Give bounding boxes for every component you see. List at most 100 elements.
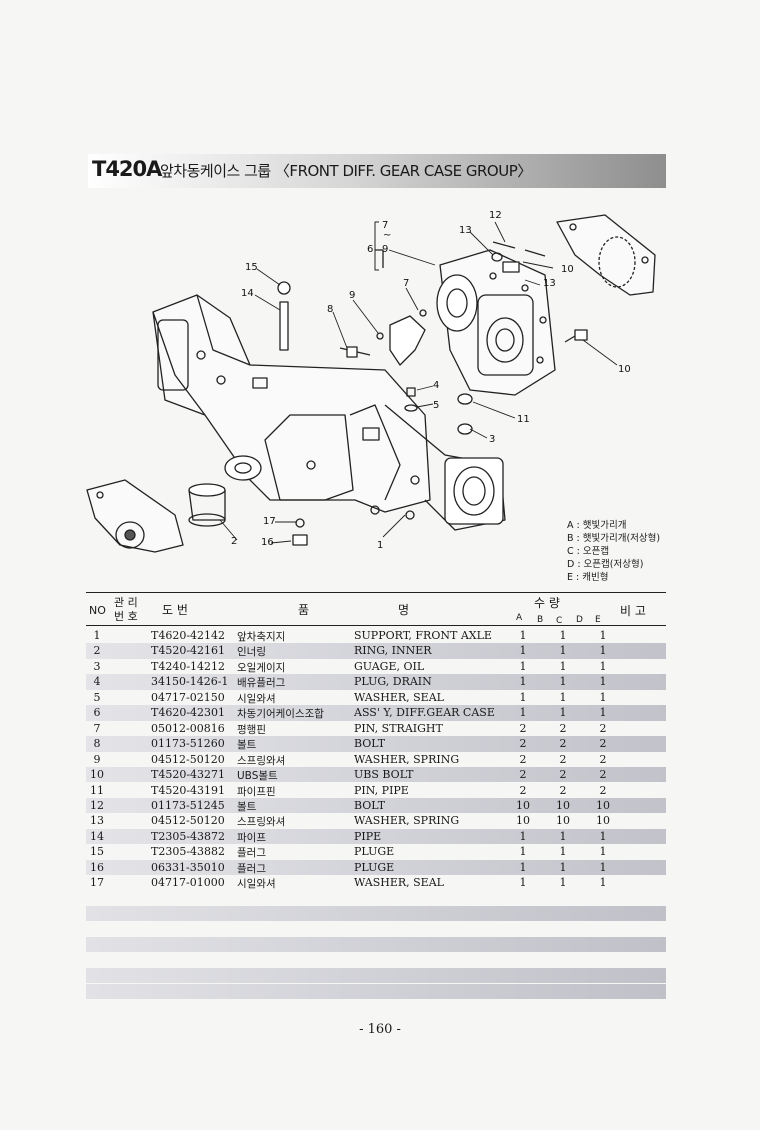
callout-15: 15 — [245, 262, 258, 273]
row-name-korean: 평행핀 — [237, 723, 266, 736]
title-bar — [88, 154, 666, 188]
header-no: NO — [89, 604, 106, 617]
row-part-number: 05012-00816 — [151, 721, 225, 735]
callout-17: 17 — [263, 516, 276, 527]
callout-1: 1 — [377, 540, 383, 551]
left-bracket-drawing — [86, 479, 184, 553]
row-name-english: BOLT — [354, 798, 386, 812]
leader-lines — [219, 221, 618, 544]
diff-gear-case-drawing — [436, 249, 556, 396]
row-name-korean: 앞차축지지 — [237, 631, 286, 643]
callout-13b: 13 — [543, 278, 556, 289]
row-part-number: 06331-35010 — [151, 860, 225, 874]
row-no: 8 — [93, 737, 101, 751]
row-no: 10 — [90, 768, 104, 782]
callout-group-bracket — [374, 221, 379, 271]
section-title: 앞차동케이스 그룹 〈FRONT DIFF. GEAR CASE GROUP〉 — [160, 162, 532, 180]
blank-row — [86, 906, 666, 921]
row-no: 17 — [90, 876, 104, 890]
row-qty-a: 1 — [519, 706, 527, 720]
row-qty-a: 2 — [519, 737, 527, 751]
row-qty-a: 1 — [519, 675, 527, 689]
row-qty-c: 1 — [559, 644, 567, 658]
row-name-korean: 시일와셔 — [237, 692, 276, 705]
callout-9a: 9 — [382, 244, 388, 255]
row-name-korean: 파이프핀 — [237, 785, 276, 798]
row-no: 9 — [93, 752, 101, 766]
row-qty-c: 2 — [559, 783, 567, 797]
row-qty-e: 2 — [599, 737, 607, 751]
row-part-number: T2305-43882 — [151, 845, 226, 859]
row-qty-e: 1 — [599, 690, 607, 704]
axle-housing-drawing — [152, 294, 506, 531]
row-qty-a: 1 — [519, 659, 527, 673]
row-qty-c: 1 — [559, 629, 567, 642]
row-part-number: T4620-42301 — [151, 706, 226, 720]
callout-7b: 7 — [403, 278, 409, 289]
callout-tilde: ~ — [383, 230, 391, 241]
header-qty: 수 량 — [534, 596, 560, 610]
header-part-no: 도 번 — [162, 603, 188, 617]
row-qty-c: 10 — [556, 814, 570, 828]
row-name-english: ASS' Y, DIFF.GEAR CASE — [354, 706, 495, 720]
row-qty-c: 2 — [559, 768, 567, 782]
small-parts-drawing — [188, 241, 588, 546]
row-part-number: T4520-42161 — [151, 644, 226, 658]
row-name-english: WASHER, SEAL — [354, 690, 444, 704]
row-no: 7 — [93, 721, 101, 735]
row-part-number: 01173-51245 — [151, 798, 225, 812]
exploded-parts-diagram: 12 13 10 7 ~ 9 6 15 14 9 8 7 13 10 4 5 1… — [86, 210, 656, 553]
row-name-korean: 배유플러그 — [237, 677, 286, 690]
row-name-english: WASHER, SEAL — [354, 876, 444, 890]
row-part-number: T2305-43872 — [151, 829, 226, 843]
callout-11: 11 — [517, 414, 530, 425]
row-part-number: 04512-50120 — [151, 752, 225, 766]
header-sub-e: E — [595, 615, 601, 625]
legend-d: D : 오픈캡(저상형) — [567, 559, 644, 570]
callout-10b: 10 — [618, 364, 631, 375]
callout-16: 16 — [261, 537, 274, 548]
callout-7a: 7 — [382, 220, 388, 231]
legend-e: E : 캐빈형 — [567, 572, 609, 583]
row-name-english: PLUGE — [354, 845, 395, 859]
row-part-number: T4620-42142 — [151, 629, 226, 642]
row-qty-a: 1 — [519, 644, 527, 658]
page-number: - 160 - — [359, 1022, 401, 1037]
row-qty-c: 1 — [559, 690, 567, 704]
legend-a: A : 햇빛가리개 — [567, 520, 627, 531]
row-part-number: 01173-51260 — [151, 737, 225, 751]
row-qty-a: 10 — [516, 814, 530, 828]
header-name-kr: 품 — [298, 603, 310, 617]
header-mgmt-top: 관 리 — [114, 596, 138, 609]
right-bracket-drawing — [556, 214, 656, 296]
row-qty-a: 10 — [516, 798, 530, 812]
blank-row — [86, 984, 666, 999]
row-qty-e: 1 — [599, 876, 607, 890]
row-part-number: 04717-01000 — [151, 876, 225, 890]
row-part-number: 04717-02150 — [151, 690, 225, 704]
row-qty-c: 10 — [556, 798, 570, 812]
row-qty-e: 1 — [599, 845, 607, 859]
row-name-english: PIN, STRAIGHT — [354, 721, 443, 735]
row-qty-a: 2 — [519, 752, 527, 766]
blank-row — [86, 937, 666, 952]
callout-8: 8 — [327, 304, 333, 315]
row-name-korean: 스프링와셔 — [237, 754, 286, 767]
blank-row — [86, 968, 666, 983]
row-qty-e: 2 — [599, 752, 607, 766]
row-qty-c: 2 — [559, 721, 567, 735]
row-name-korean: 차동기어케이스조합 — [237, 708, 324, 721]
table-header-rule — [86, 625, 666, 626]
row-qty-a: 2 — [519, 783, 527, 797]
row-no: 3 — [93, 659, 101, 673]
row-qty-e: 2 — [599, 783, 607, 797]
row-qty-c: 1 — [559, 845, 567, 859]
row-qty-c: 1 — [559, 675, 567, 689]
